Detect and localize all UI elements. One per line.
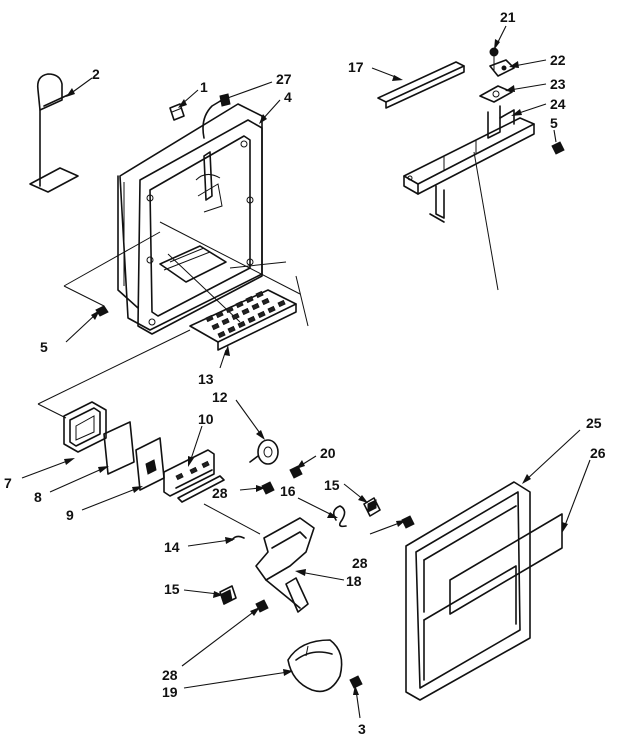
callout-12: 12	[212, 389, 228, 405]
callout-18: 18	[346, 573, 362, 589]
callout-8: 8	[34, 489, 42, 505]
part-22-bracket	[489, 59, 515, 77]
callout-4: 4	[284, 89, 292, 105]
part-2-bracket	[29, 73, 79, 193]
part-15-clip-upper	[363, 497, 381, 517]
callout-26: 26	[590, 445, 606, 461]
alignment-line-right	[473, 151, 499, 291]
part-1-fitting	[169, 103, 185, 121]
part-25-door-panel	[405, 481, 531, 701]
part-18-actuator-arm	[203, 503, 315, 613]
callout-1: 1	[200, 79, 208, 95]
part-10-switch-bracket	[163, 449, 225, 503]
part-3-screw	[349, 675, 363, 689]
part-7-actuator	[63, 401, 107, 453]
callout-23: 23	[550, 76, 566, 92]
part-5-screw-right	[551, 141, 565, 155]
part-12-cam	[249, 439, 279, 465]
callout-28-b: 28	[352, 555, 368, 571]
callout-15-lower: 15	[164, 581, 180, 597]
part-19-cup	[287, 639, 343, 693]
part-28-screw-a	[261, 481, 275, 495]
callout-28-a: 28	[212, 485, 228, 501]
leader-lines	[21, 25, 591, 719]
callout-24: 24	[550, 96, 566, 112]
part-13-grille	[189, 289, 297, 351]
part-24-lever-bracket	[403, 105, 535, 223]
part-28-screw-b	[401, 515, 415, 529]
callout-labels: 2 1 27 4 5 13 17 21 22 23 24 5 7 8 9 10 …	[4, 9, 606, 737]
callout-27: 27	[276, 71, 292, 87]
part-9-switch-plate	[135, 437, 165, 491]
callout-17: 17	[348, 59, 364, 75]
callout-19: 19	[162, 684, 178, 700]
callout-3: 3	[358, 721, 366, 737]
callout-5-right: 5	[550, 115, 558, 131]
part-20-screw	[289, 465, 303, 479]
part-16-spring	[332, 505, 347, 528]
callout-5-left: 5	[40, 339, 48, 355]
callout-10: 10	[198, 411, 214, 427]
part-4-dispenser-housing	[117, 103, 263, 335]
part-8-pad	[103, 421, 135, 475]
callout-25: 25	[586, 415, 602, 431]
part-21-screw	[489, 47, 499, 70]
callout-21: 21	[500, 9, 516, 25]
part-26-label-panel	[449, 513, 563, 615]
alignment-lines	[37, 221, 309, 419]
callout-28-c: 28	[162, 667, 178, 683]
callout-9: 9	[66, 507, 74, 523]
part-15-clip-lower	[219, 585, 237, 605]
callout-7: 7	[4, 475, 12, 491]
part-17-trim	[377, 61, 465, 109]
callout-16: 16	[280, 483, 296, 499]
callout-22: 22	[550, 52, 566, 68]
part-28-screw-c	[255, 599, 269, 613]
callout-2: 2	[92, 66, 100, 82]
callout-15-upper: 15	[324, 477, 340, 493]
callout-13: 13	[198, 371, 214, 387]
part-5-screw-left	[95, 305, 109, 317]
callout-20: 20	[320, 445, 336, 461]
callout-14: 14	[164, 539, 180, 555]
part-23-plate	[479, 85, 513, 103]
